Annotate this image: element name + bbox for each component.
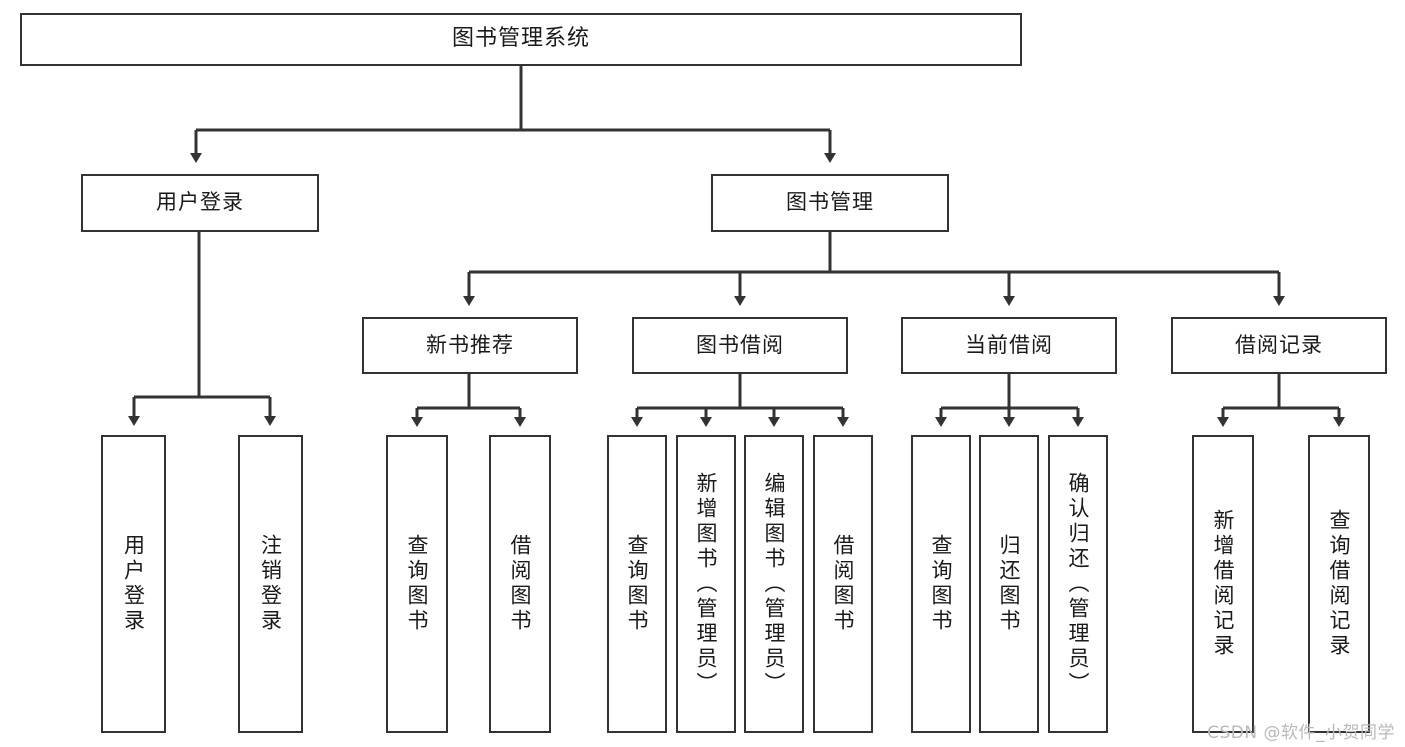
- node-label: 查询图书: [929, 534, 954, 634]
- node-user-login[interactable]: 用户登录: [81, 174, 319, 232]
- leaf-add-borrow-record[interactable]: 新增借阅记录: [1192, 435, 1254, 733]
- node-label: 编辑图书（管理员）: [762, 471, 787, 697]
- leaf-query-book-current[interactable]: 查询图书: [911, 435, 971, 733]
- leaf-query-book-recommend[interactable]: 查询图书: [386, 435, 448, 733]
- node-label: 借阅图书: [831, 534, 856, 634]
- node-label: 新增借阅记录: [1211, 509, 1236, 659]
- node-label: 图书借阅: [696, 332, 784, 357]
- leaf-user-login[interactable]: 用户登录: [101, 435, 166, 733]
- node-label: 当前借阅: [965, 332, 1053, 357]
- node-book-borrow[interactable]: 图书借阅: [632, 317, 848, 374]
- leaf-borrow-book-borrow[interactable]: 借阅图书: [813, 435, 873, 733]
- leaf-borrow-book-recommend[interactable]: 借阅图书: [489, 435, 551, 733]
- leaf-confirm-return-admin[interactable]: 确认归还（管理员）: [1048, 435, 1108, 733]
- node-label: 图书管理: [786, 190, 874, 215]
- node-label: 新书推荐: [426, 332, 514, 357]
- node-label: 查询图书: [625, 534, 650, 634]
- node-root-book-management-system[interactable]: 图书管理系统: [20, 13, 1022, 66]
- node-label: 注销登录: [258, 534, 283, 634]
- leaf-edit-book-admin[interactable]: 编辑图书（管理员）: [744, 435, 804, 733]
- node-new-book-recommend[interactable]: 新书推荐: [362, 317, 578, 374]
- leaf-add-book-admin[interactable]: 新增图书（管理员）: [676, 435, 736, 733]
- node-label: 借阅记录: [1235, 332, 1323, 357]
- leaf-logout-login[interactable]: 注销登录: [238, 435, 303, 733]
- node-borrow-record[interactable]: 借阅记录: [1171, 317, 1387, 374]
- node-current-borrow[interactable]: 当前借阅: [901, 317, 1117, 374]
- node-label: 查询图书: [405, 534, 430, 634]
- node-book-management[interactable]: 图书管理: [711, 174, 949, 232]
- node-label: 归还图书: [997, 534, 1022, 634]
- leaf-return-book[interactable]: 归还图书: [979, 435, 1039, 733]
- node-label: 图书管理系统: [451, 26, 590, 52]
- node-label: 用户登录: [121, 534, 146, 634]
- node-label: 查询借阅记录: [1327, 509, 1352, 659]
- node-label: 用户登录: [156, 190, 244, 215]
- leaf-query-borrow-record[interactable]: 查询借阅记录: [1308, 435, 1370, 733]
- leaf-query-book-borrow[interactable]: 查询图书: [607, 435, 667, 733]
- node-label: 新增图书（管理员）: [694, 471, 719, 697]
- node-label: 借阅图书: [508, 534, 533, 634]
- node-label: 确认归还（管理员）: [1066, 471, 1091, 697]
